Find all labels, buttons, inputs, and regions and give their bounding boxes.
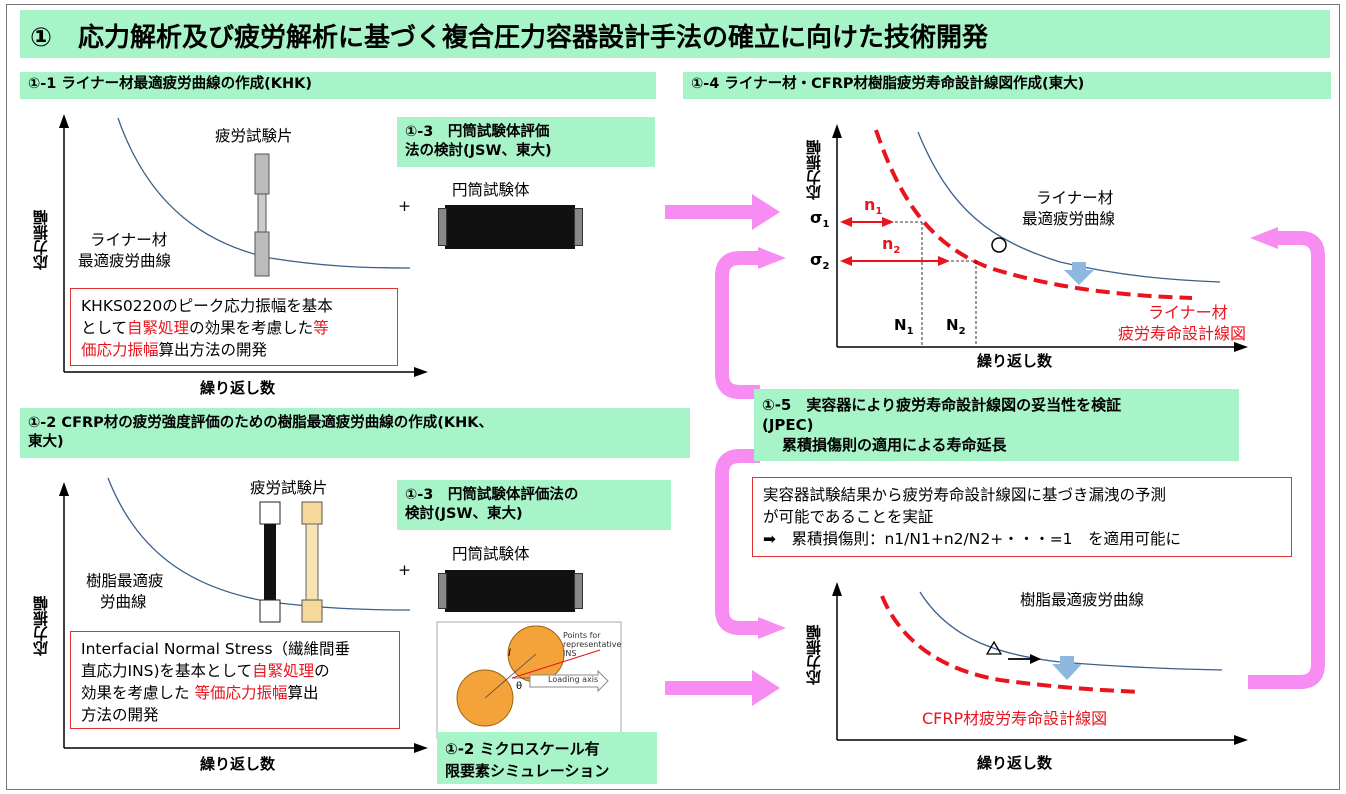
section-3b-plus: + — [398, 561, 411, 579]
section-5-line-2: が可能であることを実証 — [763, 508, 934, 526]
chart6-design-curve — [880, 595, 1141, 694]
section-5-result-box: 実容器試験結果から疲労寿命設計線図に基づき漏洩の予測 が可能であることを実証 ➡… — [752, 477, 1292, 557]
section-2-header: ①-2 CFRP材の疲労強度評価のための樹脂最適疲労曲線の作成(KHK、 東大) — [20, 408, 690, 458]
section-5-header: ①-5 実容器により疲労寿命設計線図の妥当性を検証 (JPEC) 累積損傷則の適… — [754, 389, 1239, 461]
chart2-axes — [59, 477, 428, 753]
chart4-axes — [832, 124, 1248, 352]
chart4-guide-lines — [890, 221, 977, 345]
chart2-curve-label-2: 労曲線 — [100, 593, 147, 611]
section-3a-cylinder-cap-right — [574, 208, 583, 246]
flow-arrow-top — [665, 194, 780, 230]
chart6-y-axis-label: 応力振幅 — [805, 625, 823, 685]
chart6-x-axis-label: 繰り返し数 — [977, 754, 1053, 772]
chart6-axes — [832, 582, 1248, 745]
chart4-sigma1: σ1 — [810, 208, 830, 231]
chart1-desc-line-2: として自緊処理の効果を考慮した等 — [81, 319, 329, 337]
chart4-curve-label-1: ライナー材 — [1036, 189, 1114, 207]
section-2b-header: ①-2 ミクロスケール有 限要素シミュレーション — [437, 732, 657, 784]
outer-frame — [6, 4, 1340, 790]
chart4-x-axis-label: 繰り返し数 — [977, 352, 1053, 370]
chart1-curve-label-1: ライナー材 — [90, 231, 168, 249]
chart2-desc-line-2: 直応力INS)を基本として自緊処理の — [81, 662, 330, 680]
micro-loading-label: Loading axis — [548, 675, 599, 684]
chart2-desc-line-4: 方法の開発 — [81, 706, 159, 724]
loop-arrow-left-top — [715, 247, 786, 399]
chart2-specimen-label: 疲労試験片 — [250, 479, 328, 497]
flow-arrow-bottom — [665, 670, 780, 706]
chart4-down-arrow — [1064, 262, 1094, 285]
chart6-design-label: CFRP材疲労寿命設計線図 — [922, 709, 1108, 728]
chart6-curve-label: 樹脂最適疲労曲線 — [1020, 591, 1145, 609]
loop-arrow-right — [1248, 227, 1325, 689]
chart1-specimen-icon — [254, 153, 270, 277]
chart2-desc-line-3: 効果を考慮した 等価応力振幅算出 — [81, 684, 319, 702]
chart6-triangle-marker — [985, 640, 1003, 655]
chart4-design-label-1: ライナー材 — [1148, 303, 1228, 322]
page-title: ① 応力解析及び疲労解析に基づく複合圧力容器設計手法の確立に向けた技術開発 — [20, 10, 1330, 58]
chart2-desc-line-1: Interfacial Normal Stress（繊維間垂 — [81, 640, 351, 658]
micro-simulation-image — [436, 621, 622, 739]
section-3a-plus: + — [398, 197, 411, 215]
chart4-red-arrows — [840, 217, 950, 266]
chart4-n1: n1 — [864, 195, 883, 218]
chart2-x-axis-label: 繰り返し数 — [200, 755, 276, 773]
chart2-description-box: Interfacial Normal Stress（繊維間垂 直応力INS)を基… — [70, 631, 400, 729]
section-3b-cylinder-cap-left — [438, 573, 447, 609]
chart2-y-axis-label: 応力振幅 — [32, 596, 50, 656]
section-5-line-1: 実容器試験結果から疲労寿命設計線図に基づき漏洩の予測 — [763, 486, 1167, 504]
chart6-down-arrow — [1052, 656, 1082, 680]
chart4-y-axis-label: 応力振幅 — [805, 140, 823, 200]
chart4-sigma2: σ2 — [810, 250, 830, 273]
section-3a-header: ①-3 円筒試験体評価 法の検討(JSW、東大) — [397, 117, 655, 167]
section-3a-cylinder-label: 円筒試験体 — [452, 181, 530, 199]
chart4-design-curve — [874, 129, 1193, 300]
chart2-curve-label-1: 樹脂最適疲 — [86, 572, 164, 590]
chart4-N2: N2 — [946, 316, 966, 337]
chart4-n2: n2 — [882, 234, 901, 257]
chart2-specimen-yellow-icon — [301, 501, 323, 623]
chart4-circle-marker — [991, 237, 1007, 253]
chart1-x-axis-label: 繰り返し数 — [200, 379, 276, 397]
chart4-liner-curve — [917, 131, 1221, 283]
chart1-desc-line-1: KHKS0220のピーク応力振幅を基本 — [81, 297, 333, 315]
section-1-header: ①-1 ライナー材最適疲労曲線の作成(KHK) — [20, 72, 656, 99]
section-3a-cylinder-cap-left — [438, 208, 447, 246]
section-4-header: ①-4 ライナー材・CFRP材樹脂疲労寿命設計線図作成(東大) — [683, 72, 1331, 99]
chart1-specimen-label: 疲労試験片 — [215, 127, 293, 145]
section-3a-cylinder-icon — [445, 205, 575, 249]
chart1-y-axis-label: 応力振幅 — [32, 210, 50, 270]
chart1-curve-label-2: 最適疲労曲線 — [78, 252, 172, 270]
micro-theta-label: θ — [516, 681, 523, 692]
section-3b-cylinder-icon — [445, 570, 575, 612]
chart1-desc-line-3: 価応力振幅算出方法の開発 — [81, 341, 268, 359]
section-5-line-3: ➡ 累積損傷則：n1/N1+n2/N2+・・・=1 を適用可能に — [763, 530, 1182, 548]
section-3b-cylinder-label: 円筒試験体 — [452, 545, 530, 563]
chart6-resin-curve — [919, 591, 1223, 671]
micro-l-label: l — [508, 648, 511, 659]
loop-arrow-left-bottom — [715, 449, 786, 639]
chart2-specimen-black-icon — [259, 501, 281, 623]
section-3b-header: ①-3 円筒試験体評価法の 検討(JSW、東大) — [397, 480, 671, 530]
section-3b-cylinder-cap-right — [574, 573, 583, 609]
chart4-N1: N1 — [894, 316, 914, 337]
chart4-curve-label-2: 最適疲労曲線 — [1022, 210, 1116, 228]
chart4-design-label-2: 疲労寿命設計線図 — [1118, 324, 1247, 343]
chart6-right-arrow — [1008, 654, 1041, 664]
chart1-description-box: KHKS0220のピーク応力振幅を基本 として自緊処理の効果を考慮した等 価応力… — [70, 288, 398, 366]
